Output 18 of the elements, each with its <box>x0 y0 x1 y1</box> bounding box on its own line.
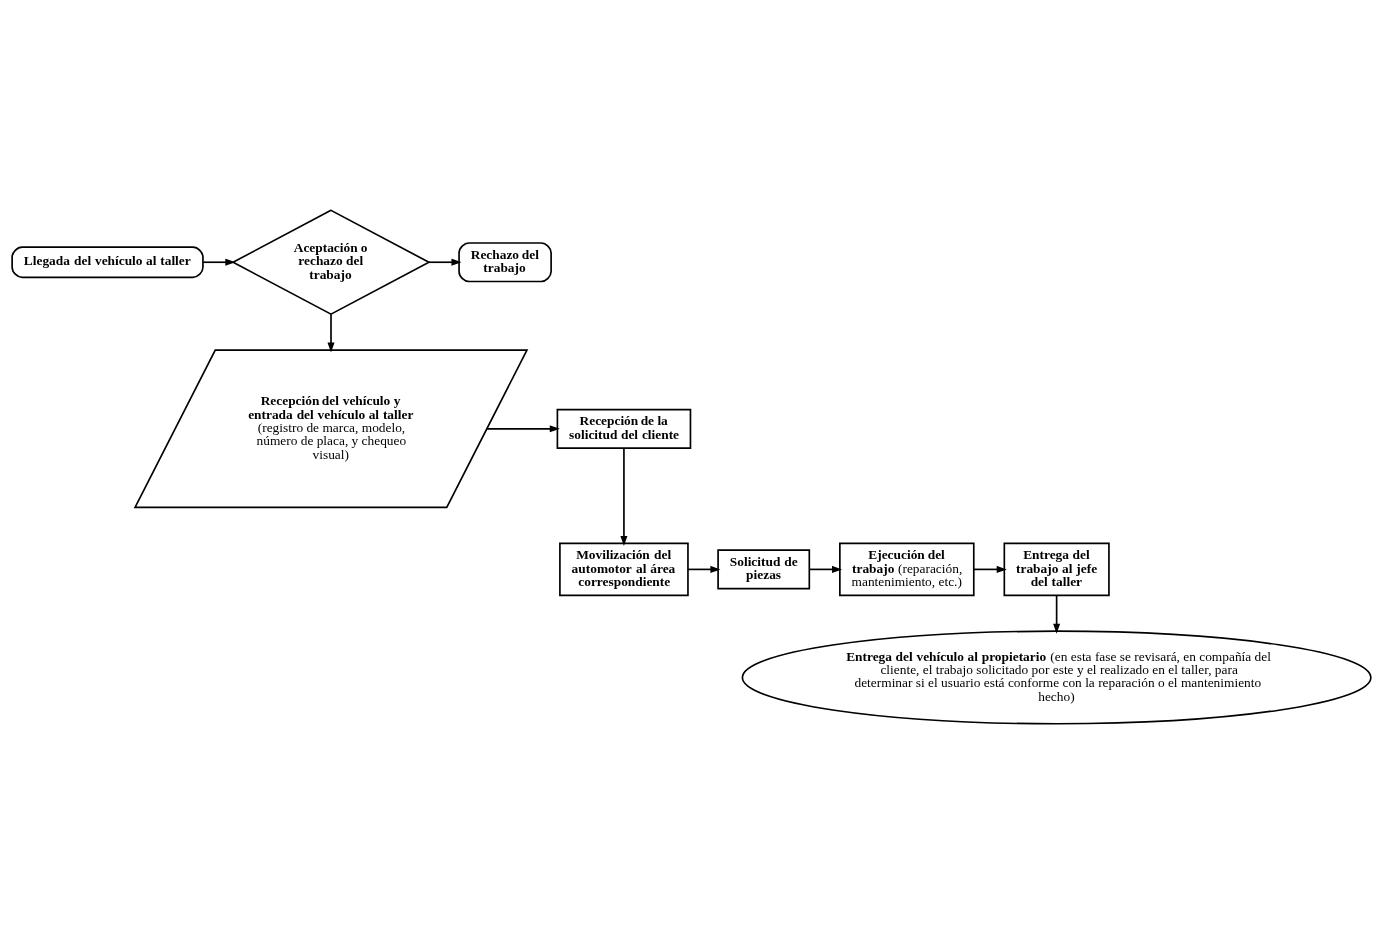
node-box: Entrega del trabajo al jefe del taller <box>1003 542 1110 596</box>
arrow <box>620 446 628 546</box>
node-ellipse: Entrega del vehículo al propietario (en esta fase se revisará, en compañía del cliente, el trabajo solicitado por este y el realizado en el taller, para determinar si el usuario está conforme con la reparación o el mantenimiento hecho) <box>741 629 1372 725</box>
node-box: Movilización del automotor al área correspondiente <box>559 542 689 596</box>
arrow <box>973 565 1007 573</box>
arrow <box>808 565 843 573</box>
node-box: Llegada del vehículo al taller <box>11 245 204 278</box>
node-diamond: Aceptación o rechazo del trabajo <box>231 208 431 315</box>
arrow <box>687 565 721 573</box>
arrow <box>1053 594 1061 634</box>
node-box: Recepción de la solicitud del cliente <box>556 408 692 449</box>
node-box: Solicitud de piezas <box>717 548 811 589</box>
arrow <box>202 258 236 266</box>
arrow <box>327 313 335 353</box>
node-box: Ejecución del trabajo (reparación, mantenimiento, etc.) <box>839 542 975 596</box>
arrow <box>486 424 560 432</box>
arrow <box>428 258 462 266</box>
node-box: Rechazo del trabajo <box>458 241 552 282</box>
